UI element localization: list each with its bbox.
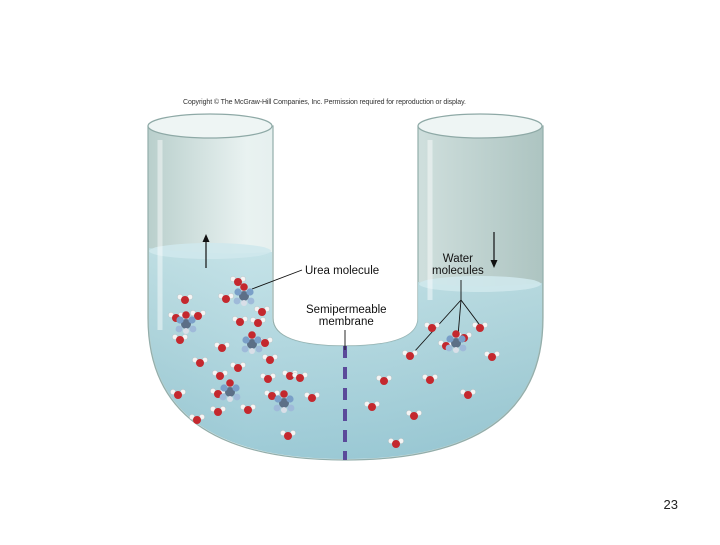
- urea-molecule: [219, 379, 241, 402]
- urea-molecule: [233, 283, 255, 306]
- molecules-layer: [168, 276, 500, 448]
- water-molecule: [212, 370, 228, 380]
- water-molecule: [170, 389, 186, 399]
- water-molecule: [460, 389, 476, 399]
- water-molecule: [172, 334, 188, 344]
- water-molecule: [264, 390, 280, 400]
- water-molecule: [218, 293, 234, 303]
- water-molecule: [388, 438, 404, 448]
- right-level-falling-arrow: [490, 232, 498, 268]
- water-molecule: [230, 276, 246, 286]
- water-molecule: [192, 357, 208, 367]
- membrane-label: Semipermeable membrane: [306, 304, 387, 328]
- urea-molecule-label: Urea molecule: [305, 265, 380, 277]
- water-molecule: [240, 404, 256, 414]
- water-molecule: [250, 317, 266, 327]
- water-molecule: [190, 310, 206, 320]
- water-molecule: [402, 350, 418, 360]
- water-molecule: [262, 354, 278, 364]
- water-molecule: [484, 351, 500, 361]
- left-liquid-surface: [149, 243, 271, 259]
- urea-molecule: [273, 390, 295, 413]
- membrane-label-line2: membrane: [318, 316, 374, 328]
- water-molecule: [260, 373, 276, 383]
- copyright-notice: Copyright © The McGraw-Hill Companies, I…: [183, 99, 466, 106]
- water-molecule: [214, 342, 230, 352]
- water-label-line1: Water: [442, 253, 474, 265]
- water-label-line2: molecules: [432, 265, 484, 277]
- left-tube-opening: [147, 113, 273, 139]
- water-molecule: [230, 362, 246, 372]
- water-molecule: [280, 430, 296, 440]
- water-molecules-label: Water molecules: [432, 253, 484, 277]
- water-molecule: [210, 406, 226, 416]
- water-molecule: [424, 322, 440, 332]
- water-molecule: [406, 410, 422, 420]
- water-molecule: [254, 306, 270, 316]
- left-level-rising-arrow: [202, 234, 210, 268]
- urea-molecule: [175, 311, 197, 334]
- water-molecule: [472, 322, 488, 332]
- water-molecule: [304, 392, 320, 402]
- water-molecule: [189, 414, 205, 424]
- water-molecule: [177, 294, 193, 304]
- membrane-label-line1: Semipermeable: [306, 304, 387, 316]
- water-molecule: [376, 375, 392, 385]
- water-molecule: [292, 372, 308, 382]
- water-molecule: [364, 401, 380, 411]
- slide-number: 23: [663, 497, 678, 512]
- water-leader-line: [457, 299, 462, 337]
- right-liquid-surface: [419, 276, 541, 292]
- water-leader-line: [460, 299, 483, 329]
- urea-molecule: [241, 331, 263, 354]
- urea-molecule: [445, 330, 467, 353]
- urea-leader-line: [251, 269, 303, 290]
- water-molecule: [232, 316, 248, 326]
- right-tube-opening: [417, 113, 543, 139]
- water-molecule: [422, 374, 438, 384]
